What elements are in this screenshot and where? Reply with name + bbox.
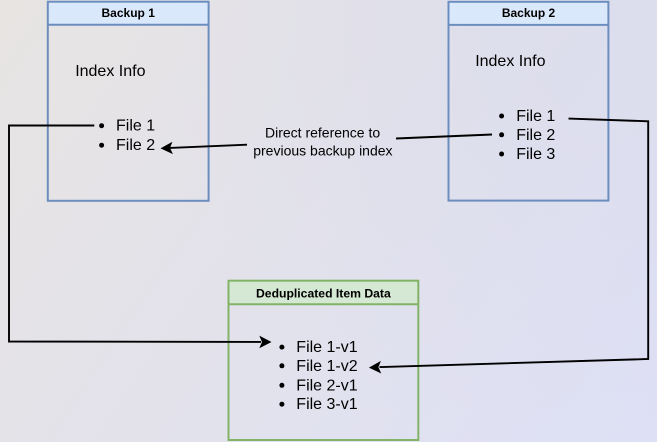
svg-text:File 3-v1: File 3-v1 (296, 396, 357, 413)
svg-text:Backup 2: Backup 2 (502, 6, 556, 20)
svg-text:Index Info: Index Info (75, 63, 145, 80)
svg-text:File 2: File 2 (116, 137, 155, 154)
svg-text:File 1-v1: File 1-v1 (296, 339, 357, 356)
svg-text:File 2: File 2 (516, 127, 555, 144)
svg-text:File 1: File 1 (516, 108, 555, 125)
svg-text:Backup 1: Backup 1 (102, 6, 156, 20)
svg-text:File 1-v2: File 1-v2 (296, 358, 357, 375)
svg-text:File 1: File 1 (116, 118, 155, 135)
svg-text:File 3: File 3 (516, 146, 555, 163)
svg-text:Direct reference to: Direct reference to (265, 125, 380, 141)
svg-text:File 2-v1: File 2-v1 (296, 377, 357, 394)
svg-text:Index Info: Index Info (475, 53, 545, 70)
svg-text:Deduplicated Item Data: Deduplicated Item Data (256, 286, 391, 300)
svg-text:previous backup index: previous backup index (253, 143, 392, 159)
